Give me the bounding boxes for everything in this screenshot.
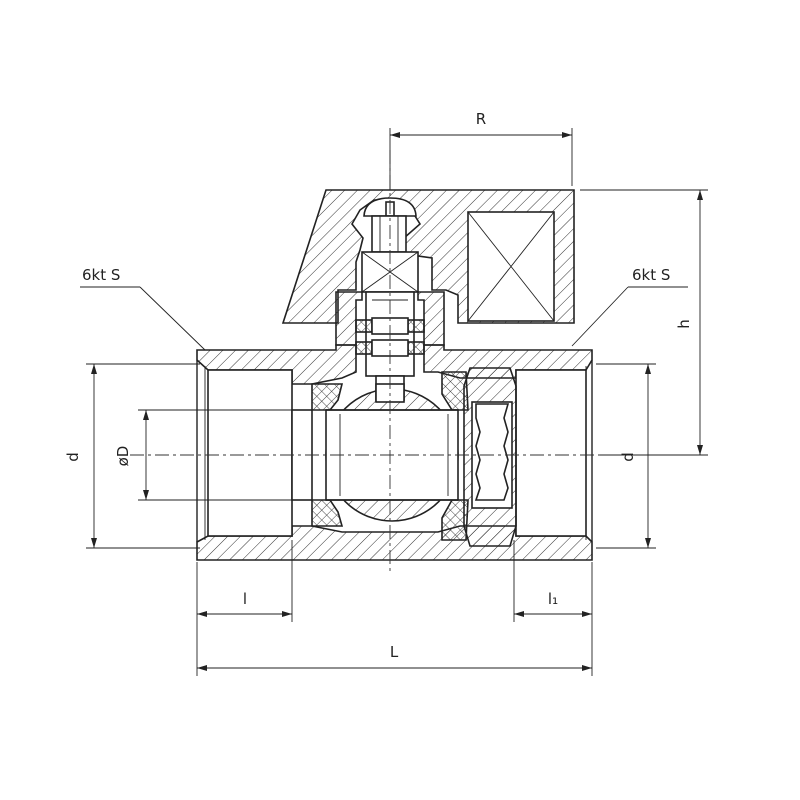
dimension-l: l: [196, 540, 293, 676]
dimension-hex-right: 6kt S: [571, 266, 688, 347]
label-phiD: øD: [114, 446, 132, 467]
label-d-right: d: [619, 452, 637, 462]
label-hex-left: 6kt S: [82, 266, 120, 284]
dimension-R: R: [389, 110, 573, 190]
label-hex-right: 6kt S: [632, 266, 670, 284]
dimension-L: L: [197, 643, 592, 671]
dimension-phiD: øD: [114, 409, 330, 501]
label-L: L: [390, 643, 399, 661]
threaded-insert: [463, 367, 517, 547]
label-l1: l₁: [548, 590, 558, 608]
label-h: h: [675, 319, 693, 329]
dimension-d-right: d: [596, 363, 656, 549]
label-l: l: [243, 590, 247, 608]
center-lines: [130, 150, 660, 575]
dimension-l1: l₁: [513, 540, 593, 676]
label-R: R: [476, 110, 486, 128]
label-d-left: d: [64, 452, 82, 462]
dimension-h: h: [580, 189, 708, 456]
dimension-hex-left: 6kt S: [80, 266, 206, 351]
dimension-d-left: d: [64, 363, 200, 549]
lever-handle: [281, 189, 575, 324]
